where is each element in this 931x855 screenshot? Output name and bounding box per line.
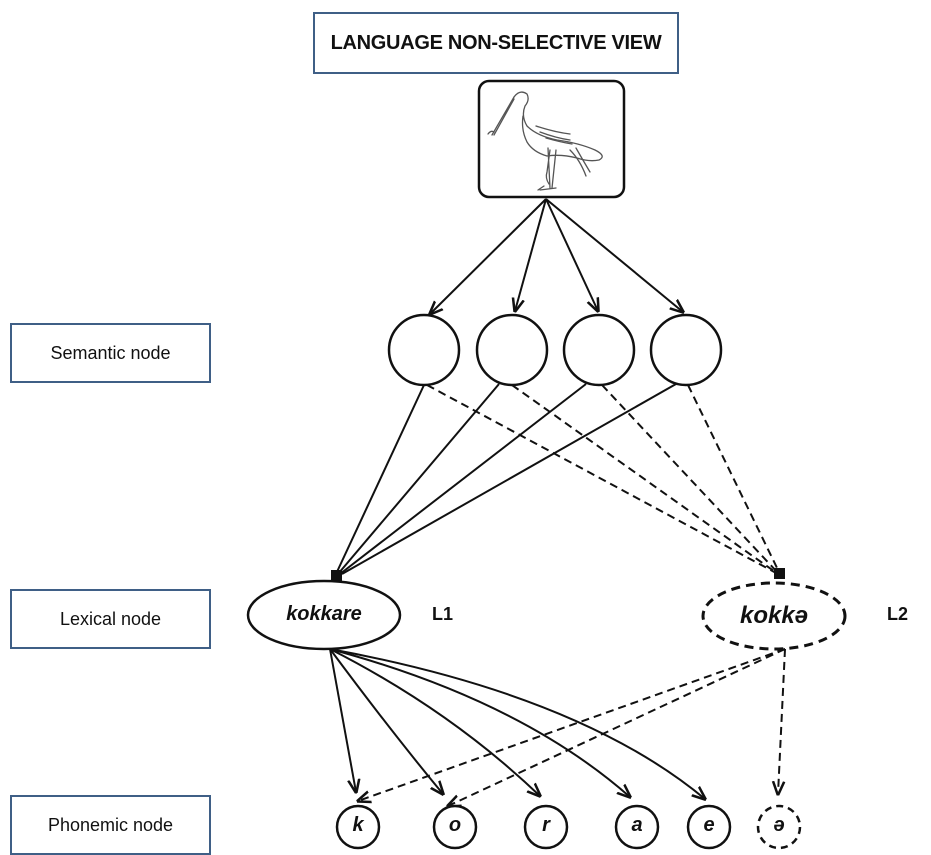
lexical-word-l2: kokkə [739, 602, 809, 629]
semantic-node-1 [387, 313, 461, 387]
lexical-word-l1: kokkare [286, 603, 362, 625]
language-tag-l2: L2 [887, 604, 909, 624]
semantic-node-3 [562, 313, 636, 387]
semantic-node-2 [475, 313, 549, 387]
phoneme-node-r [523, 804, 569, 850]
phoneme-node-e [686, 804, 732, 850]
phoneme-label: o [448, 814, 462, 836]
phoneme-node-a [614, 804, 660, 850]
stork-bird-icon [487, 91, 603, 191]
phoneme-label: k [352, 814, 364, 836]
phoneme-label: e [703, 814, 715, 836]
language-tag-l1: L1 [432, 604, 454, 624]
phoneme-node-o [432, 804, 478, 850]
l2-input-marker [774, 568, 785, 579]
diagram-title: LANGUAGE NON-SELECTIVE VIEW [313, 12, 679, 74]
phoneme-node-k [335, 804, 381, 850]
semantic-level-label: Semantic node [10, 323, 211, 383]
lexical-node-l2 [701, 581, 847, 651]
phoneme-node-schwa [756, 804, 802, 850]
semantic-node-4 [649, 313, 723, 387]
phoneme-label: r [542, 814, 550, 836]
phoneme-label: a [631, 814, 643, 836]
phoneme-label: ə [773, 814, 785, 836]
lexical-node-l1 [246, 579, 402, 651]
l1-input-marker [331, 570, 342, 581]
lexical-level-label: Lexical node [10, 589, 211, 649]
